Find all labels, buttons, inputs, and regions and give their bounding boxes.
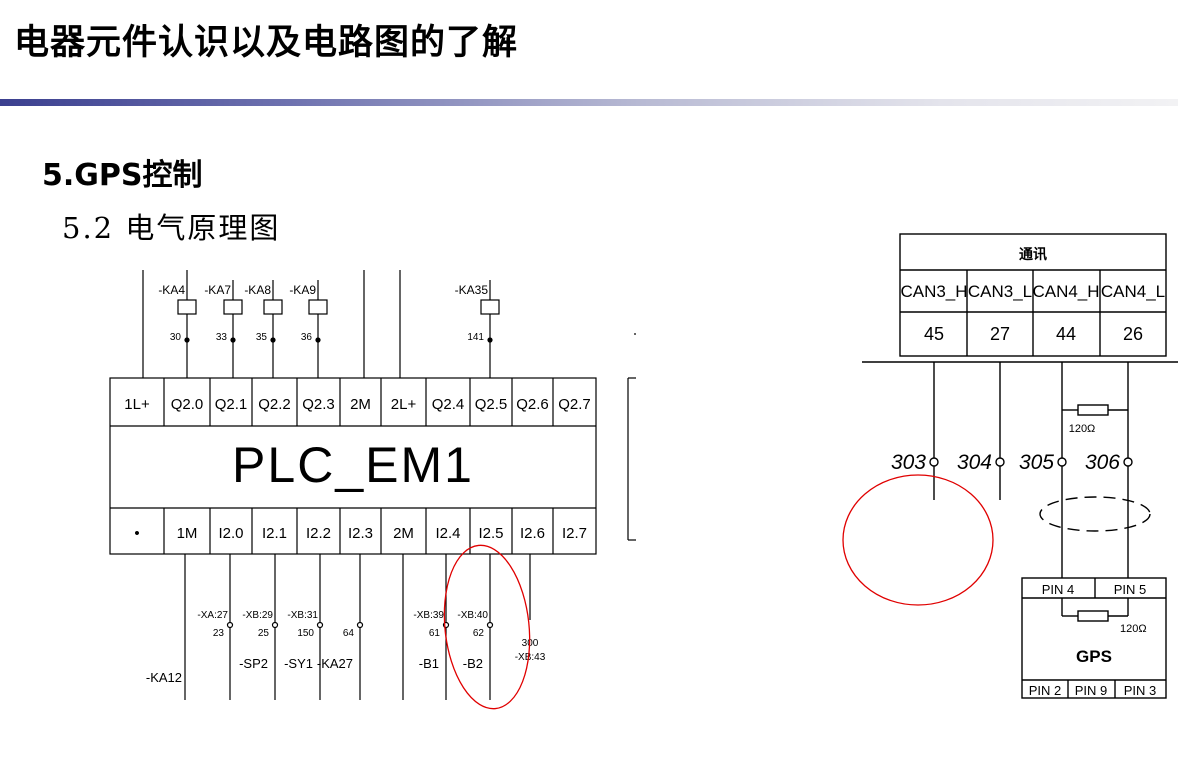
plc-output-terminal: 2M: [350, 396, 371, 413]
gps-pin-label: PIN 9: [1075, 683, 1108, 698]
comm-wire-number: 305: [1019, 451, 1054, 474]
input-wire-number: 25: [258, 628, 270, 639]
gps-pin-label: PIN 5: [1114, 582, 1147, 597]
plc-schematic: 1L+ Q2.0 Q2.1 Q2.2 Q2.3 2M 2L+ Q2.4 Q2.5 Q2.6 Q2.7…: [109, 270, 636, 710]
input-wire-number: 62: [473, 628, 485, 639]
plc-output-terminal: 1L+: [124, 396, 150, 413]
input-connector-label: -XB:39: [413, 610, 444, 621]
plc-input-terminal: I2.3: [348, 525, 373, 542]
input-device-label: -KA27: [317, 656, 353, 671]
comm-column-label: CAN3_H: [900, 282, 967, 301]
plc-output-terminal: Q2.6: [516, 396, 549, 413]
input-wire-number: 23: [213, 628, 225, 639]
plc-output-terminal: Q2.7: [558, 396, 591, 413]
plc-input-terminal: 2M: [393, 525, 414, 542]
relay-label: -KA8: [244, 283, 271, 297]
input-device-label: -B1: [419, 656, 439, 671]
plc-input-terminal: I2.6: [520, 525, 545, 542]
relay-wire-number: 35: [256, 332, 268, 343]
relay-label: -KA35: [455, 283, 489, 297]
gps-pin-label: PIN 2: [1029, 683, 1062, 698]
input-connector-label: -XA:27: [197, 610, 228, 621]
gps-pin-label: PIN 3: [1124, 683, 1157, 698]
relay-wire-number: 30: [170, 332, 182, 343]
comm-column-number: 27: [990, 324, 1010, 344]
comm-wire-number: 304: [957, 451, 992, 474]
plc-input-terminal: I2.5: [478, 525, 503, 542]
gps-module-name: GPS: [1076, 647, 1112, 666]
plc-output-terminal: Q2.2: [258, 396, 291, 413]
relay-coil-ka7: [223, 280, 243, 378]
input-wire-number: 150: [297, 628, 314, 639]
relay-wire-number: 141: [467, 332, 484, 343]
relay-coil-ka8: [263, 280, 283, 378]
subsection-heading: 5.2 电气原理图: [62, 211, 281, 245]
comm-table-header: 通讯: [1019, 246, 1047, 262]
comm-column-number: 44: [1056, 324, 1076, 344]
termination-resistor-label: 120Ω: [1069, 423, 1096, 435]
relay-coil-ka9: [308, 280, 328, 378]
relay-label: -KA4: [158, 283, 185, 297]
plc-output-terminal: Q2.4: [432, 396, 465, 413]
input-connector-label: -XB:31: [287, 610, 318, 621]
input-wire-number: 61: [429, 628, 441, 639]
relay-coil-ka35: [480, 280, 500, 378]
plc-output-terminal: 2L+: [391, 396, 417, 413]
annotation-circle-right: [842, 474, 994, 606]
comm-wire-number: 303: [891, 451, 926, 474]
plc-input-terminal: I2.0: [218, 525, 243, 542]
input-connector-label: -XB:43: [515, 652, 546, 663]
input-device-label: -B2: [463, 656, 483, 671]
relay-label: -KA9: [289, 283, 316, 297]
annotation-circle-left: [443, 544, 531, 710]
relay-wire-number: 33: [216, 332, 228, 343]
input-connector-label: -XB:40: [457, 610, 488, 621]
relay-wire-number: 36: [301, 332, 313, 343]
plc-input-terminal: I2.7: [562, 525, 587, 542]
input-wire-number: 64: [343, 628, 355, 639]
comm-column-number: 26: [1123, 324, 1143, 344]
plc-input-terminal: I2.2: [306, 525, 331, 542]
plc-input-terminal: I2.1: [262, 525, 287, 542]
relay-coil-ka4: [177, 270, 197, 378]
plc-input-terminal: •: [134, 525, 139, 542]
plc-output-terminal: Q2.1: [215, 396, 248, 413]
input-device-label: -SY1: [284, 656, 313, 671]
gps-pin-label: PIN 4: [1042, 582, 1075, 597]
plc-output-terminal: Q2.5: [475, 396, 508, 413]
title-underline: [0, 99, 1178, 106]
section-heading: 5.GPS控制: [42, 158, 203, 193]
comm-column-number: 45: [924, 324, 944, 344]
slide-title: 电器元件认识以及电路图的了解: [14, 23, 519, 63]
plc-input-terminal: 1M: [177, 525, 198, 542]
input-connector-label: -XB:29: [242, 610, 273, 621]
plc-name: PLC_EM1: [232, 437, 474, 493]
relay-label: -KA7: [204, 283, 231, 297]
comm-wire-number: 306: [1085, 451, 1120, 474]
plc-output-terminal: Q2.0: [171, 396, 204, 413]
plc-output-terminal: Q2.3: [302, 396, 335, 413]
gps-resistor-label: 120Ω: [1120, 623, 1147, 635]
comm-column-label: CAN4_L: [1101, 282, 1165, 301]
comm-column-label: CAN3_L: [968, 282, 1032, 301]
input-device-label: -KA12: [146, 670, 182, 685]
plc-input-terminal: I2.4: [435, 525, 460, 542]
comm-column-label: CAN4_H: [1032, 282, 1099, 301]
input-device-label: -SP2: [239, 656, 268, 671]
